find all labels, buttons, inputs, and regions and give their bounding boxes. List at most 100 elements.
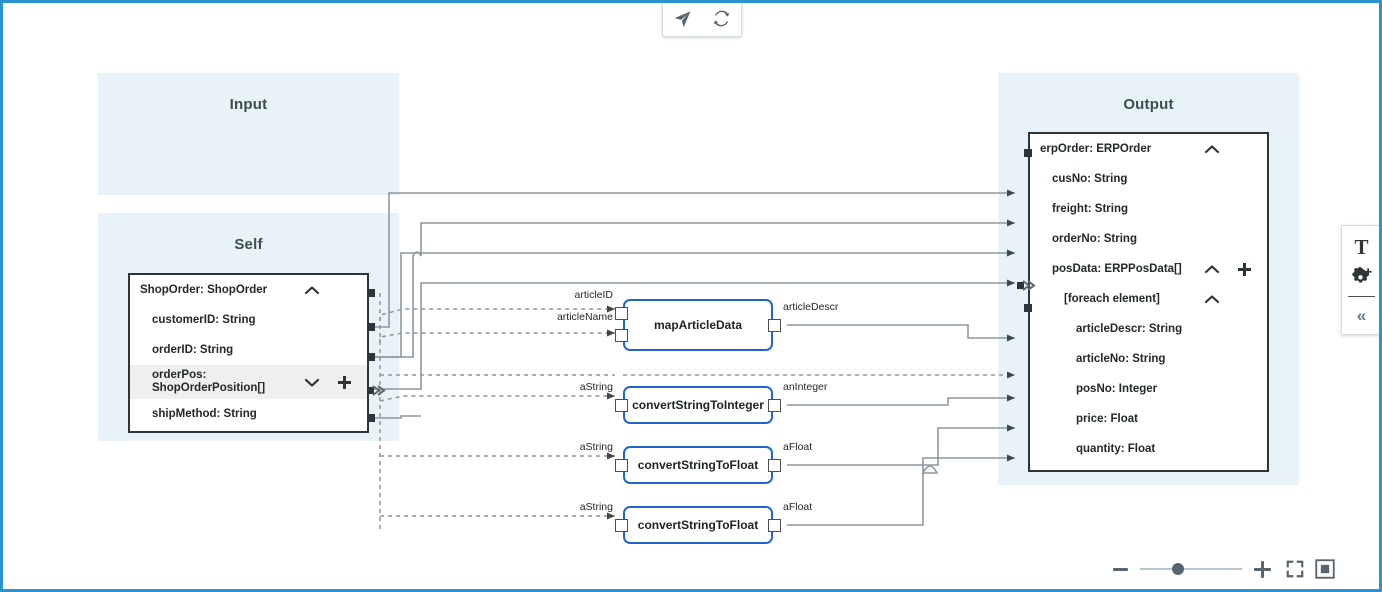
- zoom-in-button[interactable]: [1254, 560, 1271, 578]
- region-input: Input: [98, 73, 399, 195]
- zoom-bar: [1113, 559, 1335, 579]
- minus-icon: [1113, 567, 1128, 571]
- function-input-port[interactable]: [615, 459, 628, 472]
- function-input-port[interactable]: [615, 307, 628, 320]
- output-card-row-label: orderNo: String: [1052, 232, 1137, 245]
- self-structure-card[interactable]: ShopOrder: ShopOrder customerID: String or…: [128, 273, 369, 433]
- output-card-row[interactable]: quantity: Float: [1030, 434, 1267, 464]
- fit-to-screen-button[interactable]: [1315, 559, 1335, 579]
- function-node[interactable]: convertStringToFloat: [623, 446, 773, 484]
- self-card-row[interactable]: orderPos: ShopOrderPosition[]: [130, 365, 367, 399]
- function-node[interactable]: convertStringToFloat: [623, 506, 773, 544]
- function-output-label: aFloat: [783, 441, 813, 453]
- region-output-title: Output: [1123, 96, 1174, 113]
- function-output-port[interactable]: [768, 519, 781, 532]
- output-card-row-label: posNo: Integer: [1076, 382, 1158, 395]
- self-card-row-label: shipMethod: String: [152, 407, 257, 420]
- function-input-label: articleID: [574, 289, 613, 301]
- output-card-row-label: [foreach element]: [1064, 292, 1160, 305]
- self-card-row[interactable]: customerID: String: [130, 305, 367, 335]
- output-port[interactable]: [1024, 149, 1032, 157]
- function-output-port[interactable]: [768, 399, 781, 412]
- self-card-row[interactable]: shipMethod: String: [130, 399, 367, 429]
- function-input-port[interactable]: [615, 329, 628, 342]
- output-card-row[interactable]: erpOrder: ERPOrder: [1030, 134, 1267, 164]
- function-input-label: aString: [579, 381, 613, 393]
- output-card-row[interactable]: [foreach element]: [1030, 284, 1267, 314]
- output-card-row-controls: [1204, 294, 1251, 305]
- function-node-label: convertStringToFloat: [637, 518, 759, 532]
- add-function-icon[interactable]: [1342, 262, 1379, 292]
- self-port-array[interactable]: [367, 383, 387, 398]
- chevron-down-icon[interactable]: [304, 377, 320, 388]
- output-card-row-controls: [1204, 262, 1251, 276]
- chevron-up-icon[interactable]: [1204, 264, 1220, 275]
- chevron-up-icon[interactable]: [304, 285, 320, 296]
- function-output-port[interactable]: [768, 459, 781, 472]
- region-self-title: Self: [234, 236, 263, 253]
- self-port[interactable]: [367, 353, 375, 361]
- function-node-label: convertStringToInteger: [632, 398, 764, 412]
- output-port[interactable]: [1024, 304, 1032, 312]
- self-port[interactable]: [367, 414, 375, 422]
- self-port[interactable]: [367, 323, 375, 331]
- collapse-chevron-label: «: [1356, 305, 1367, 325]
- plus-icon: [1254, 560, 1271, 578]
- function-node-label: mapArticleData: [653, 318, 743, 332]
- navigate-icon[interactable]: [668, 5, 698, 33]
- function-input-label: aString: [579, 441, 613, 453]
- region-input-title: Input: [229, 96, 268, 113]
- self-card-row-label: ShopOrder: ShopOrder: [140, 283, 268, 296]
- collapse-panel-icon[interactable]: «: [1342, 300, 1379, 330]
- function-output-port[interactable]: [768, 319, 781, 332]
- fullscreen-button[interactable]: [1285, 559, 1305, 579]
- output-card-row[interactable]: articleNo: String: [1030, 344, 1267, 374]
- output-card-row-label: freight: String: [1052, 202, 1129, 215]
- rail-divider: [1348, 296, 1375, 297]
- text-tool-icon[interactable]: T: [1342, 232, 1379, 262]
- zoom-out-button[interactable]: [1113, 567, 1128, 571]
- zoom-slider[interactable]: [1140, 563, 1242, 575]
- plus-icon[interactable]: [338, 375, 351, 389]
- self-card-row-controls: [304, 375, 351, 389]
- output-card-row[interactable]: price: Float: [1030, 404, 1267, 434]
- self-card-row-label: orderPos: ShopOrderPosition[]: [152, 369, 266, 394]
- self-card-row-controls: [304, 285, 351, 296]
- zoom-slider-thumb[interactable]: [1172, 563, 1184, 575]
- self-card-row[interactable]: ShopOrder: ShopOrder: [130, 275, 367, 305]
- output-card-row[interactable]: posNo: Integer: [1030, 374, 1267, 404]
- self-card-row-label: customerID: String: [152, 313, 256, 326]
- output-card-row-label: articleNo: String: [1076, 352, 1166, 365]
- chevron-up-icon[interactable]: [1204, 294, 1220, 305]
- output-card-row-label: erpOrder: ERPOrder: [1040, 142, 1152, 155]
- output-card-row-label: quantity: Float: [1076, 442, 1156, 455]
- function-node[interactable]: mapArticleData: [623, 299, 773, 351]
- refresh-icon[interactable]: [707, 5, 737, 33]
- function-input-port[interactable]: [615, 399, 628, 412]
- plus-icon[interactable]: [1238, 262, 1251, 276]
- output-port-array[interactable]: [1017, 278, 1037, 293]
- top-toolbar: [662, 3, 742, 37]
- function-input-label: aString: [579, 501, 613, 513]
- output-card-row[interactable]: posData: ERPPosData[]: [1030, 254, 1267, 284]
- function-input-label: articleName: [556, 311, 613, 323]
- output-card-row-label: articleDescr: String: [1076, 322, 1183, 335]
- output-card-row[interactable]: articleDescr: String: [1030, 314, 1267, 344]
- function-input-port[interactable]: [615, 519, 628, 532]
- output-structure-card[interactable]: erpOrder: ERPOrder cusNo: String freight: …: [1028, 132, 1269, 472]
- output-card-row[interactable]: orderNo: String: [1030, 224, 1267, 254]
- function-node-label: convertStringToFloat: [637, 458, 759, 472]
- text-tool-label: T: [1354, 234, 1369, 259]
- function-output-label: articleDescr: [783, 301, 839, 313]
- chevron-up-icon[interactable]: [1204, 144, 1220, 155]
- function-output-label: anInteger: [783, 381, 828, 393]
- self-card-row[interactable]: orderID: String: [130, 335, 367, 365]
- function-output-label: aFloat: [783, 501, 813, 513]
- output-card-row[interactable]: freight: String: [1030, 194, 1267, 224]
- output-card-row-label: cusNo: String: [1052, 172, 1128, 185]
- self-port[interactable]: [367, 289, 375, 297]
- output-card-row-controls: [1204, 144, 1251, 155]
- function-node[interactable]: convertStringToInteger: [623, 386, 773, 424]
- output-card-row[interactable]: cusNo: String: [1030, 164, 1267, 194]
